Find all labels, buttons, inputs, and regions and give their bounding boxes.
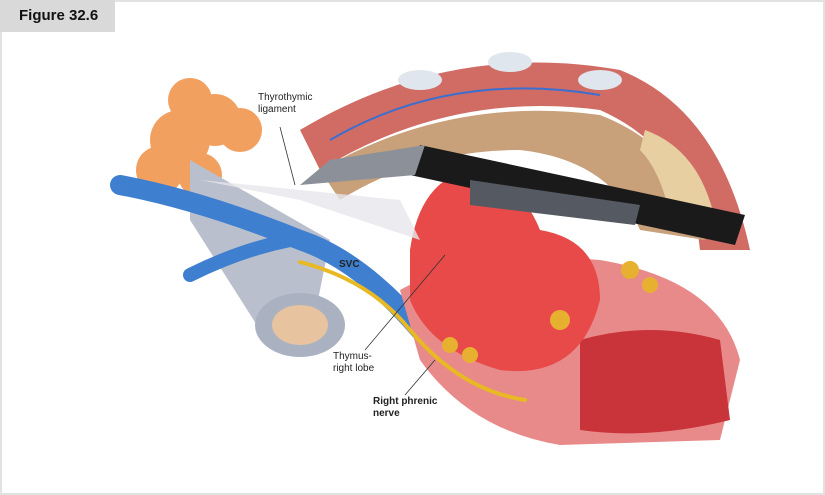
label-line: nerve <box>373 408 400 419</box>
rib <box>578 70 622 90</box>
intercostal-vessel <box>329 87 601 141</box>
leader-line-thymus <box>364 254 446 351</box>
figure-label: Figure 32.6 <box>0 0 115 32</box>
pleura <box>320 110 705 240</box>
fat <box>442 261 658 363</box>
sternum <box>640 130 715 220</box>
instrument-shaft <box>410 145 745 245</box>
leader-line-phrenic <box>404 359 436 396</box>
grasper <box>470 180 640 225</box>
label-line: Thyrothymic <box>258 92 313 103</box>
vein-branch <box>183 233 297 282</box>
label-line: Thymus- <box>333 351 372 362</box>
ligament-fibers <box>200 180 420 240</box>
chest-wall <box>300 62 750 250</box>
brachiocephalic-vein <box>110 175 430 340</box>
label-thyrothymic-ligament: Thyrothymic ligament <box>258 92 312 116</box>
rib <box>488 52 532 72</box>
rib <box>398 70 442 90</box>
heart-cut <box>580 330 730 434</box>
label-thymus-right-lobe: Thymus- right lobe <box>333 351 374 375</box>
label-right-phrenic-nerve: Right phrenic nerve <box>373 396 437 420</box>
phrenic-nerve <box>298 260 527 402</box>
label-line: Right phrenic <box>373 396 438 407</box>
thyroid <box>136 78 262 197</box>
label-svc: SVC <box>339 259 360 270</box>
leader-line-thyrothymic <box>279 126 296 186</box>
label-line: right lobe <box>333 363 375 374</box>
instrument-tip <box>300 145 425 185</box>
label-line: ligament <box>258 104 296 115</box>
trachea-lumen <box>272 305 328 345</box>
